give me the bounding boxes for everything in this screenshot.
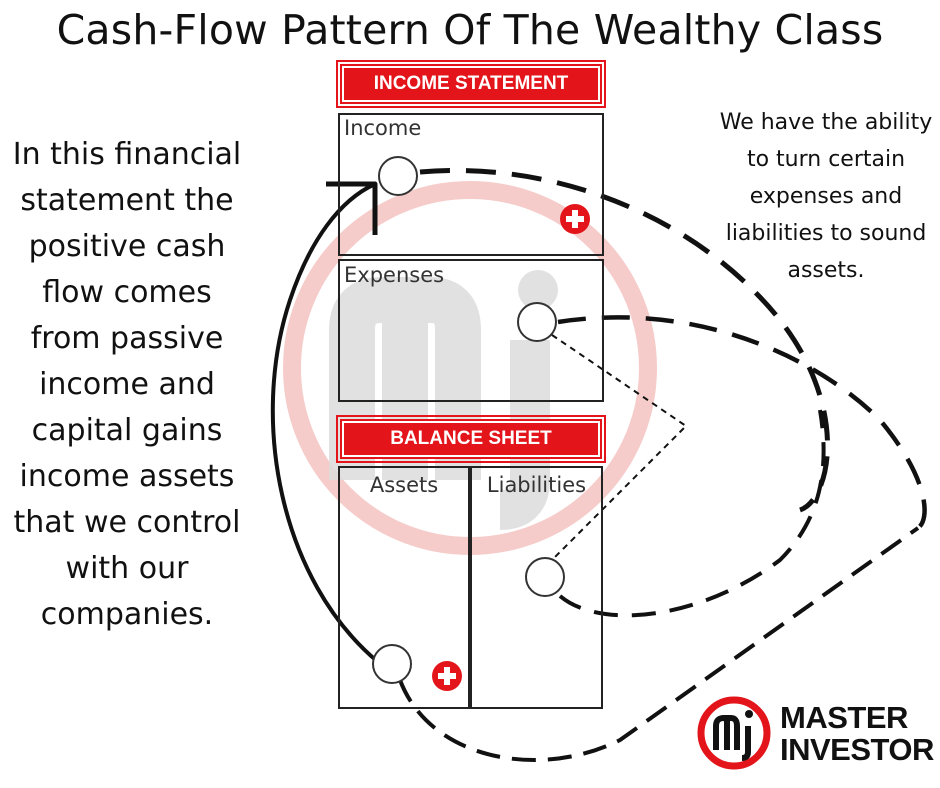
- liabilities-label: Liabilities: [486, 473, 587, 497]
- logo-line-2: INVESTOR: [780, 732, 934, 767]
- income-statement-banner-label: INCOME STATEMENT: [342, 66, 600, 102]
- balance-sheet-banner-label: BALANCE SHEET: [342, 421, 600, 457]
- page-title: Cash-Flow Pattern Of The Wealthy Class: [56, 6, 884, 54]
- assets-box: [338, 466, 470, 709]
- flow-curve-asset-bottom: [398, 526, 920, 762]
- flow-curve-income-loop: [419, 168, 830, 513]
- solid-arrow-asset-to-income: [270, 182, 380, 664]
- flow-curve-expense-loop: [557, 315, 927, 530]
- arrow-head: [326, 181, 378, 235]
- expenses-label: Expenses: [344, 263, 445, 287]
- node-liabilities: [525, 557, 565, 597]
- connector-dotted: [551, 334, 688, 561]
- balance-sheet-banner: BALANCE SHEET: [336, 415, 606, 463]
- income-box: [338, 113, 604, 256]
- assets-label: Assets: [369, 473, 439, 497]
- logo-line-1: MASTER: [780, 700, 908, 735]
- income-label: Income: [344, 116, 422, 140]
- flow-curve-liability-loop: [558, 409, 826, 618]
- expenses-box: [338, 259, 604, 402]
- node-income: [378, 156, 418, 196]
- right-description: We have the ability to turn certain expe…: [719, 110, 933, 283]
- income-statement-banner: INCOME STATEMENT: [336, 60, 606, 108]
- node-expenses: [517, 302, 557, 342]
- node-assets: [372, 644, 412, 684]
- plus-icon: [432, 661, 462, 691]
- logo-icon: [697, 696, 771, 770]
- plus-icon: [560, 204, 590, 234]
- liabilities-box: [470, 466, 603, 709]
- left-description: In this financial statement the positive…: [12, 137, 242, 632]
- logo-wordmark: MASTER INVESTOR: [780, 702, 934, 766]
